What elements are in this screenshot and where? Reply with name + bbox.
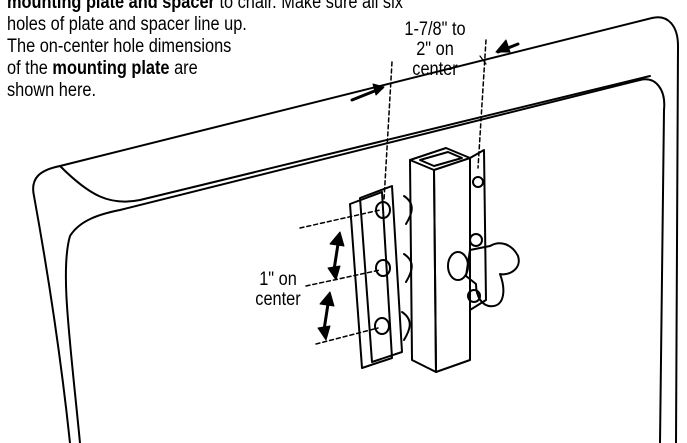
instruction-bold-1: mounting plate and spacer: [7, 0, 215, 13]
instruction-bold-4: mounting plate: [52, 58, 170, 79]
side-callout-line-1: 1" on: [259, 269, 297, 290]
side-dimension-arrows: [317, 231, 345, 341]
side-callout-line-2: center: [255, 289, 301, 310]
instruction-line-4: of the mounting plate are: [7, 58, 368, 80]
plate-hole-top: [375, 201, 391, 219]
top-leader-lines: [383, 39, 487, 201]
instruction-post-4: are: [169, 58, 198, 79]
clamp-knob: [447, 242, 520, 308]
chair-back-inner-edge: [64, 78, 666, 443]
top-callout-line-3: center: [412, 59, 458, 80]
chair-back-outline: [32, 16, 679, 443]
clamp-tube: [409, 147, 487, 373]
top-callout-line-1: 1-7/8" to: [404, 19, 466, 40]
instruction-rest-1: to chair. Make sure all six: [214, 0, 403, 13]
instruction-pre-4: of the: [7, 58, 53, 79]
side-leader-lines: [299, 209, 381, 345]
instruction-line-2: holes of plate and spacer line up.: [7, 14, 247, 35]
side-spacing-callout: 1" on center: [244, 270, 313, 310]
mounting-plate: [349, 185, 413, 369]
top-spacing-callout: 1-7/8" to 2" on center: [388, 20, 483, 80]
top-callout-line-2: 2" on: [416, 39, 454, 60]
instruction-text: mounting plate and spacer to chair. Make…: [7, 0, 403, 102]
instruction-line-1: mounting plate and spacer to chair. Make…: [7, 0, 403, 14]
top-dimension-arrows: [350, 39, 520, 102]
instruction-line-3: The on-center hole dimensions: [7, 36, 232, 57]
plate-hole-bot: [374, 317, 390, 335]
instruction-line-5: shown here.: [7, 80, 97, 101]
chair-cushion-seam: [59, 75, 651, 203]
plate-hole-mid: [375, 259, 391, 277]
